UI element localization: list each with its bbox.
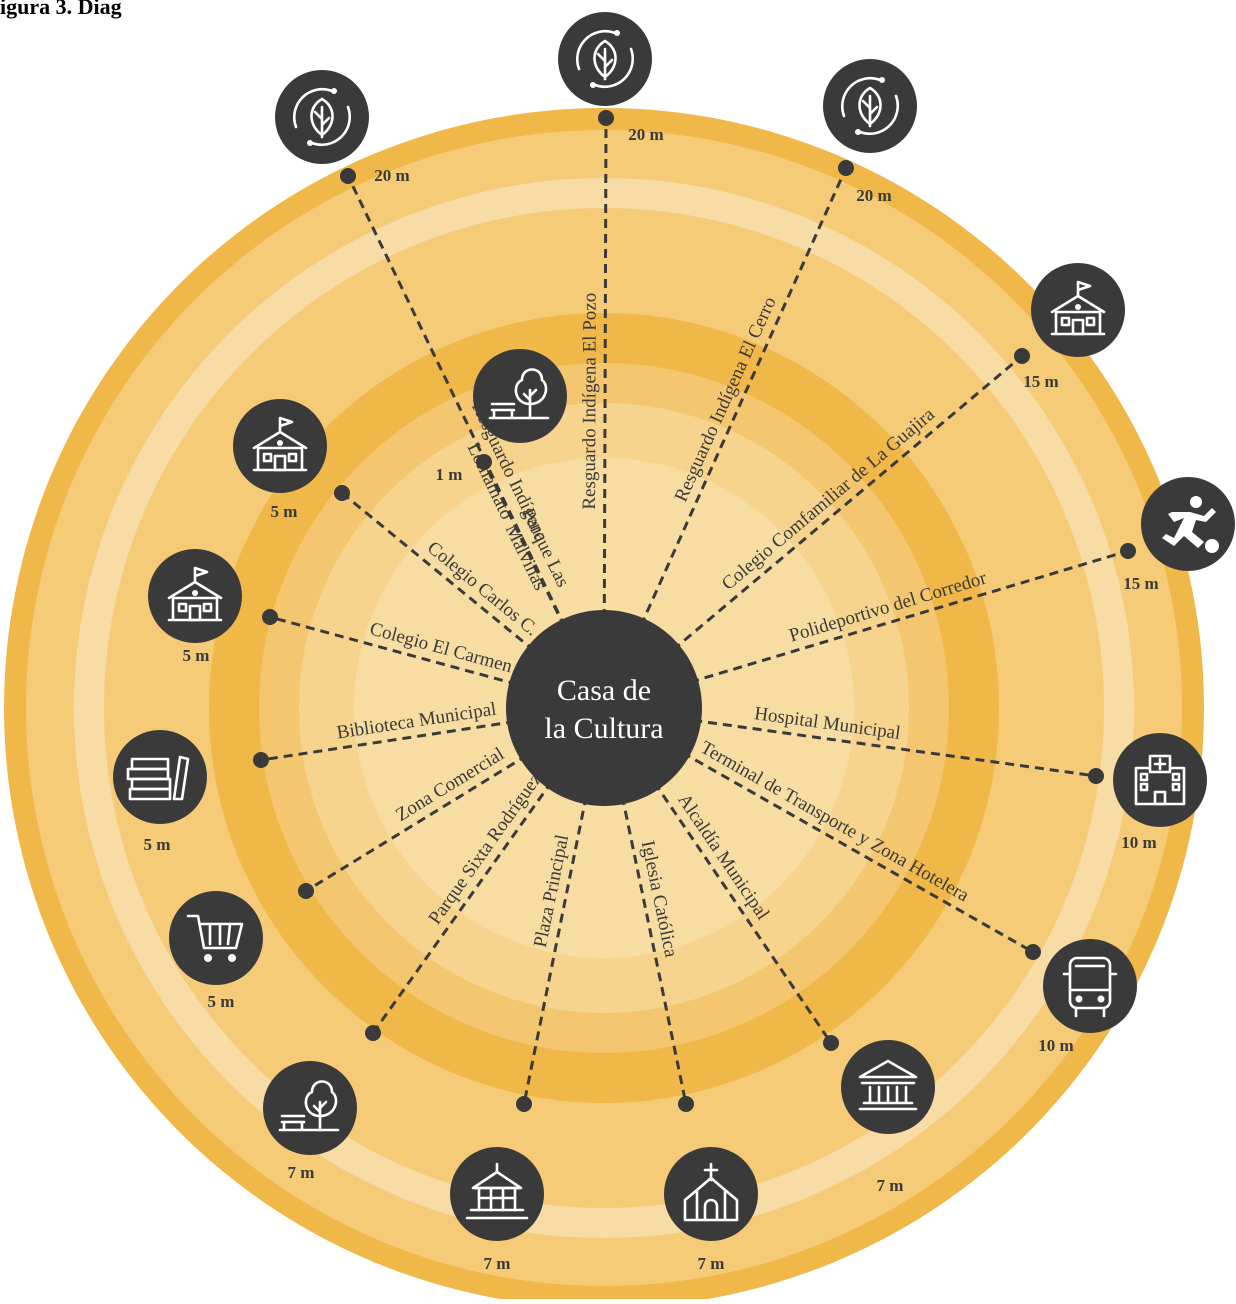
- spoke-zona-comercial: [305, 706, 605, 893]
- books-icon: [113, 730, 207, 824]
- spoke-end-dot: [340, 168, 356, 184]
- spoke-end-dot: [838, 160, 854, 176]
- distance-colegio-carlos: 5 m: [271, 502, 298, 521]
- spoke-end-dot: [298, 883, 314, 899]
- leaf-icon: [275, 70, 369, 164]
- spoke-end-dot: [1088, 768, 1104, 784]
- hospital-icon: [1113, 733, 1207, 827]
- center-title-line2: la Cultura: [544, 712, 663, 745]
- school-icon: [233, 399, 327, 493]
- icon-badge: [169, 891, 263, 985]
- distance-zona-comercial: 5 m: [208, 992, 235, 1011]
- center-node: Casa de la Cultura: [506, 610, 702, 806]
- distance-parque-malvinas: 1 m: [436, 465, 463, 484]
- park-icon: [473, 349, 567, 443]
- icon-badge: [450, 1147, 544, 1241]
- distance-resguardo-el-pozo: 20 m: [628, 125, 663, 144]
- label-resguardo-el-pozo: Resguardo Indígena El Pozo: [579, 293, 601, 510]
- distance-polideportivo: 15 m: [1123, 574, 1158, 593]
- icons-layer: [113, 12, 1235, 1241]
- bus-icon: [1043, 939, 1137, 1033]
- figure-caption: igura 3. Diag: [0, 0, 122, 19]
- icon-badge: [113, 730, 207, 824]
- church-icon: [664, 1147, 758, 1241]
- soccer-player-icon: [1141, 477, 1235, 571]
- school-icon: [148, 549, 242, 643]
- spoke-end-dot: [365, 1025, 381, 1041]
- spoke-end-dot: [823, 1035, 839, 1051]
- distance-biblioteca: 5 m: [144, 835, 171, 854]
- center-title-line1: Casa de: [557, 674, 651, 707]
- spoke-end-dot: [598, 110, 614, 126]
- distance-plaza: 7 m: [484, 1254, 511, 1273]
- spoke-resguardo-el-pozo: [602, 117, 608, 709]
- distance-colegio-comfamiliar: 15 m: [1023, 372, 1058, 391]
- distance-hospital: 10 m: [1121, 833, 1156, 852]
- spoke-colegio-el-carmen: [269, 615, 605, 710]
- spoke-biblioteca: [260, 706, 605, 762]
- spoke-end-dot: [262, 609, 278, 625]
- spoke-end-dot: [1120, 543, 1136, 559]
- icon-badge: [263, 1061, 357, 1155]
- spoke-end-dot: [1025, 944, 1041, 960]
- icon-badge: [1043, 939, 1137, 1033]
- spoke-end-dot: [476, 454, 492, 470]
- spoke-end-dot: [1014, 348, 1030, 364]
- distance-resguardo-lomamato: 20 m: [374, 166, 409, 185]
- icon-badge: [1113, 733, 1207, 827]
- distance-alcaldia: 7 m: [877, 1176, 904, 1195]
- spoke-end-dot: [334, 485, 350, 501]
- center-circle: [506, 610, 702, 806]
- leaf-icon: [558, 12, 652, 106]
- distance-resguardo-el-cerro: 20 m: [856, 186, 891, 205]
- park-icon: [263, 1061, 357, 1155]
- shopping-cart-icon: [169, 891, 263, 985]
- distance-colegio-el-carmen: 5 m: [183, 646, 210, 665]
- school-icon: [1031, 263, 1125, 357]
- distance-terminal: 10 m: [1038, 1036, 1073, 1055]
- distance-parque-sixta: 7 m: [288, 1163, 315, 1182]
- distance-iglesia: 7 m: [698, 1254, 725, 1273]
- spoke-resguardo-el-cerro: [602, 167, 848, 709]
- spoke-colegio-carlos: [341, 491, 605, 710]
- icon-badge: [664, 1147, 758, 1241]
- spoke-end-dot: [678, 1096, 694, 1112]
- spoke-end-dot: [253, 752, 269, 768]
- leaf-icon: [823, 59, 917, 153]
- spoke-end-dot: [516, 1096, 532, 1112]
- icon-badge: [473, 349, 567, 443]
- kiosk-icon: [450, 1147, 544, 1241]
- government-building-icon: [841, 1040, 935, 1134]
